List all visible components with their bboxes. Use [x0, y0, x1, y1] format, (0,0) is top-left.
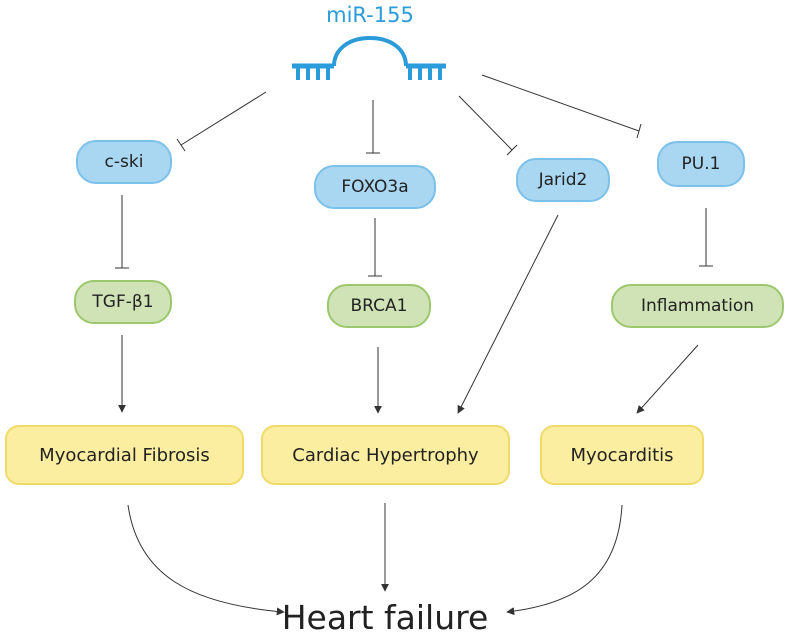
mirna-label: miR-155	[326, 3, 414, 27]
node-pu1: PU.1	[657, 141, 745, 187]
node-tgfb1: TGF-β1	[74, 280, 172, 324]
edge-mir-to-cski	[180, 91, 267, 146]
node-brca1: BRCA1	[327, 284, 431, 328]
edge-myocarditis-to-heartfailure	[506, 504, 623, 616]
edge-mir-to-cski-bar	[176, 138, 186, 152]
edge-mir-to-pu1-bar	[636, 123, 642, 139]
mirna-hairpin-icon	[292, 35, 446, 80]
edge-mir-to-jarid2	[458, 95, 513, 151]
node-myocarditis: Myocarditis	[540, 425, 704, 485]
edge-jarid2-to-hypertrophy	[457, 214, 559, 414]
edge-inflammation-to-myocarditis	[636, 344, 699, 414]
node-cardiac-hypertrophy: Cardiac Hypertrophy	[261, 425, 510, 485]
node-cski: c-ski	[76, 140, 172, 184]
edge-mir-to-jarid2-bar	[506, 144, 518, 156]
heart-failure-label: Heart failure	[281, 598, 489, 637]
node-jarid2: Jarid2	[516, 158, 610, 202]
edge-mir-to-pu1	[481, 74, 640, 132]
edge-fibrosis-to-heartfailure	[127, 504, 285, 616]
node-inflammation: Inflammation	[611, 284, 784, 328]
node-myocardial-fibrosis: Myocardial Fibrosis	[5, 425, 244, 485]
node-foxo3a: FOXO3a	[314, 165, 436, 209]
